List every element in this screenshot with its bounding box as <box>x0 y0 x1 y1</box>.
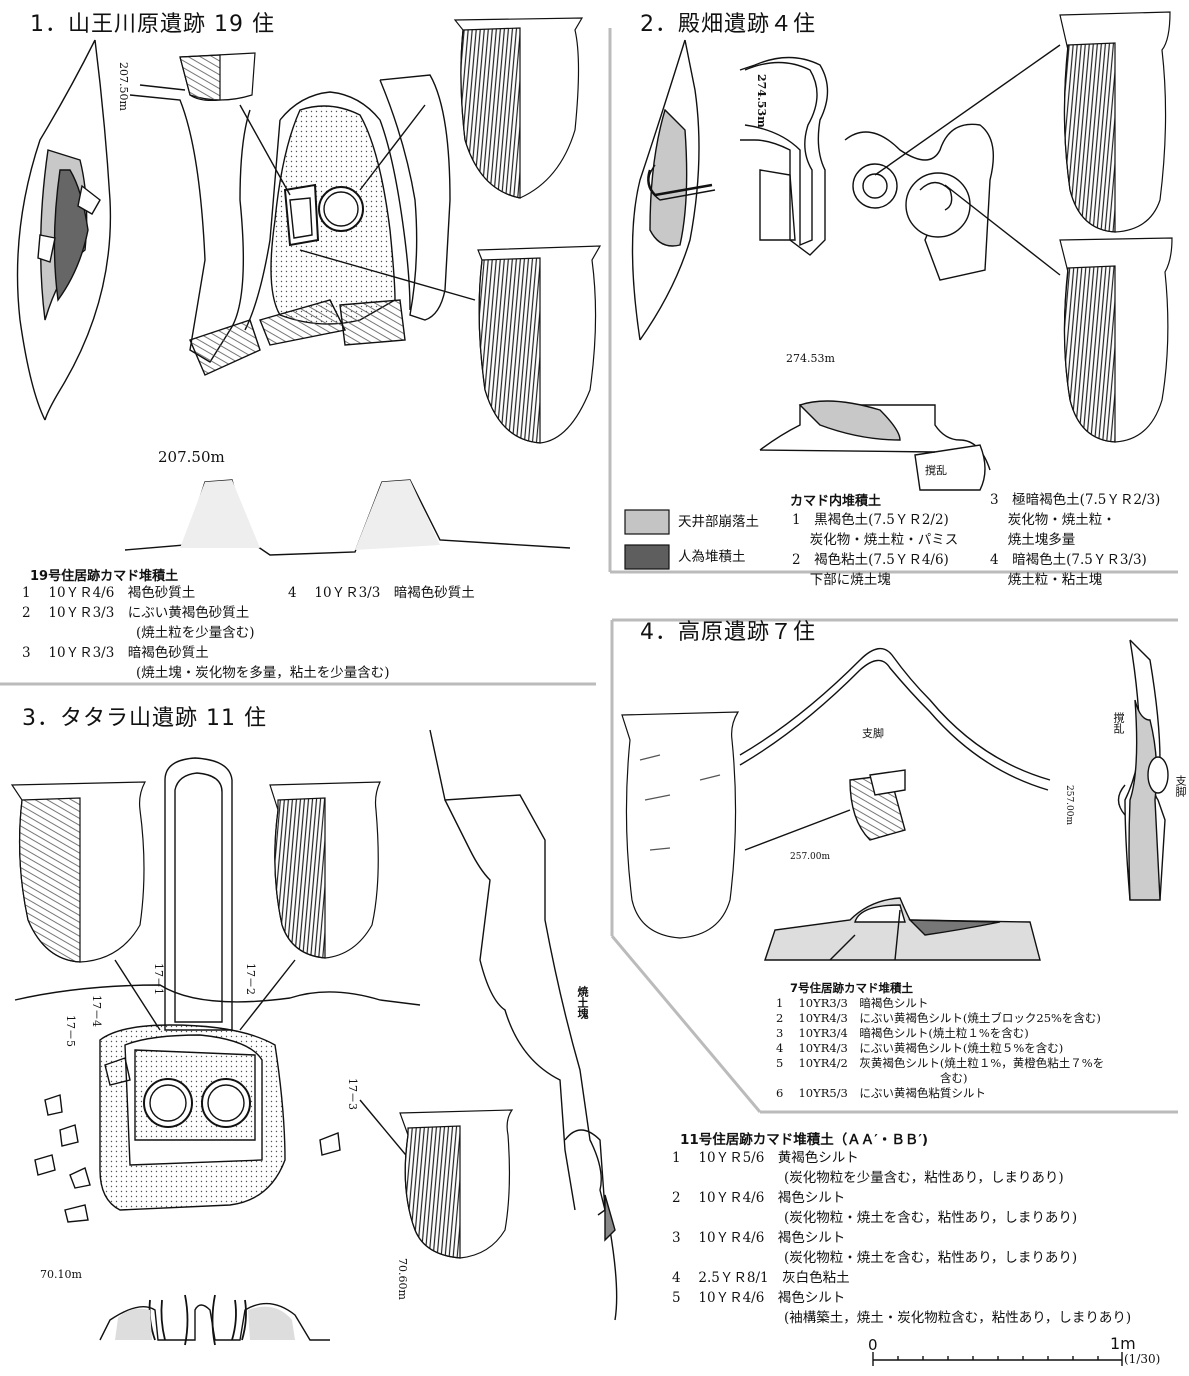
panel3-legend-row1-note: (炭化物粒を少量含む，粘性あり，しまりあり) <box>784 1170 1064 1186</box>
panel2-section <box>631 39 716 341</box>
panel4-legend-row1: 1 10YR3/3 暗褐色シルト <box>776 996 929 1010</box>
scale-zero: 0 <box>868 1336 878 1354</box>
panel4-legend-title: 7号住居跡カマド堆積土 <box>790 981 914 995</box>
panel3-vessel-17-3: 17－3 <box>346 1078 359 1110</box>
scale-one: 1m <box>1110 1334 1136 1353</box>
panel4-section-aa <box>764 897 1041 961</box>
panel2-legend-row4b: 焼土粒・粘土塊 <box>1007 572 1103 588</box>
panel3-section-aa <box>429 729 618 1321</box>
panel3-legend-row2-note: (炭化物粒・焼土を含む，粘性あり，しまりあり) <box>784 1210 1078 1226</box>
panel2-section-dd <box>759 400 991 491</box>
panel2-disturb-label: 撹乱 <box>925 464 947 477</box>
panel2-legend-row3c: 焼土塊多量 <box>1007 532 1076 548</box>
panel3-vessels <box>10 781 514 1259</box>
panel3-elev-a: 70.60m <box>396 1258 409 1300</box>
panel4-elev-a: 257.00m <box>790 852 831 862</box>
panel3-legend-row5: 5 10ＹＲ4/6 褐色シルト <box>672 1290 846 1306</box>
panel4-legend-row3: 3 10YR3/4 暗褐色シルト(焼土粒１%を含む) <box>776 1026 1029 1040</box>
panel3-legend-row4: 4 2.5ＹＲ8/1 灰白色粘土 <box>672 1270 850 1286</box>
panel1-legend-row3-note: (焼土塊・炭化物を多量，粘土を少量含む) <box>136 665 390 681</box>
panel2-title: 2．殿畑遺跡４住 <box>640 12 816 37</box>
panel3-vessel-17-2: 17－2 <box>244 963 257 995</box>
panel1-legend-row2-note: (焼土粒を少量含む) <box>136 625 255 641</box>
panel1-legend-title: 19号住居跡カマド堆積土 <box>30 569 179 584</box>
panel3-vessel-17-4: 17－4 <box>90 995 103 1027</box>
panel2-vessels <box>1059 11 1173 443</box>
panel1-section-aa <box>124 479 571 556</box>
panel1-legend-row4: 4 10ＹＲ3/3 暗褐色砂質土 <box>288 585 475 601</box>
panel2-elev-c: 274.53m <box>755 74 768 128</box>
panel4-legend-row2: 2 10YR4/3 にぶい黄褐色シルト(焼土ブロック25%を含む) <box>776 1011 1101 1025</box>
panel1-plan <box>129 74 476 376</box>
panel1-legend-row2: 2 10ＹＲ3/3 にぶい黄褐色砂質土 <box>22 605 250 621</box>
panel4-support-label: 支脚 <box>862 727 884 740</box>
panel2-legend-title: カマド内堆積土 <box>790 494 882 509</box>
panel3-vessel-17-5: 17－5 <box>64 1015 77 1047</box>
panel3-burnt-soil-label: 焼土塊 <box>576 986 589 1019</box>
panel1-legend-row1: 1 10ＹＲ4/6 褐色砂質土 <box>22 585 196 601</box>
panel4-legend-row5b: 含む) <box>940 1071 968 1085</box>
panel2-fill-legend-swatches <box>624 509 670 570</box>
panel1-elev-a: 207.50m <box>158 448 225 466</box>
panel2-fill-legend-1: 天井部崩落土 <box>678 514 759 530</box>
panel4-legend-row4: 4 10YR4/3 にぶい黄褐色シルト(焼土粒５%を含む) <box>776 1041 1064 1055</box>
panel3-legend-row3-note: (炭化物粒・焼土を含む，粘性あり，しまりあり) <box>784 1250 1078 1266</box>
scale-bar <box>872 1352 1123 1366</box>
panel3-section-bb <box>99 1294 330 1346</box>
panel3-legend-title: 11号住居跡カマド堆積土（ＡＡ′・ＢＢ′) <box>680 1132 929 1148</box>
panel3-legend-row5-note: (袖構築土，焼土・炭化物粒含む，粘性あり，しまりあり) <box>784 1310 1132 1326</box>
panel-dividers <box>0 28 1178 1114</box>
panel3-elev-b: 70.10m <box>40 1268 82 1281</box>
panel2-legend-row2b: 下部に焼土塊 <box>809 572 891 588</box>
panel3-legend-row3: 3 10ＹＲ4/6 褐色シルト <box>672 1230 846 1246</box>
panel2-elev-d: 274.53m <box>786 352 835 365</box>
panel2-legend-row3: 3 極暗褐色土(7.5ＹＲ2/3) <box>990 492 1161 508</box>
panel2-fill-legend-2: 人為堆積土 <box>678 549 746 565</box>
panel1-elev-b: 207.50m <box>117 62 130 111</box>
panel2-legend-row4: 4 暗褐色土(7.5ＹＲ3/3) <box>990 552 1147 568</box>
panel2-legend-row1b: 炭化物・焼土粒・パミス <box>809 532 959 548</box>
panel1-vessels <box>179 17 602 444</box>
panel3-title: 3．タタラ山遺跡 11 住 <box>22 706 267 731</box>
panel4-vessel <box>621 711 740 939</box>
panel2-legend-row1: 1 黒褐色土(7.5ＹＲ2/2) <box>792 512 949 528</box>
panel4-legend-row6: 6 10YR5/3 にぶい黄褐色粘質シルト <box>776 1086 986 1100</box>
panel4-legend-row5: 5 10YR4/2 灰黄褐色シルト(焼土粒１%，黄橙色粘土７%を <box>776 1056 1105 1070</box>
panel3-vessel-17-1: 17－1 <box>152 963 165 995</box>
panel3-legend-row2: 2 10ＹＲ4/6 褐色シルト <box>672 1190 846 1206</box>
panel2-plan <box>739 44 1061 281</box>
panel1-section-bb <box>16 39 112 421</box>
panel4-support-label-section: 支脚 <box>1174 775 1187 797</box>
panel1-legend-row3: 3 10ＹＲ3/3 暗褐色砂質土 <box>22 645 209 661</box>
panel4-plan <box>739 647 1051 851</box>
panel4-disturb-label: 撹乱 <box>1112 712 1125 734</box>
scale-ratio: (1/30) <box>1124 1352 1161 1366</box>
panel2-legend-row3b: 炭化物・焼土粒・ <box>1007 512 1116 528</box>
panel2-legend-row2: 2 褐色粘土(7.5ＹＲ4/6) <box>792 552 949 568</box>
panel3-legend-row1: 1 10ＹＲ5/6 黄褐色シルト <box>672 1150 859 1166</box>
panel1-title: 1．山王川原遺跡 19 住 <box>30 12 275 37</box>
panel4-elev-b: 257.00m <box>1064 785 1074 826</box>
panel4-section-bb <box>1117 639 1169 901</box>
panel4-title: 4．高原遺跡７住 <box>640 620 816 645</box>
panel3-plan <box>14 757 421 1223</box>
